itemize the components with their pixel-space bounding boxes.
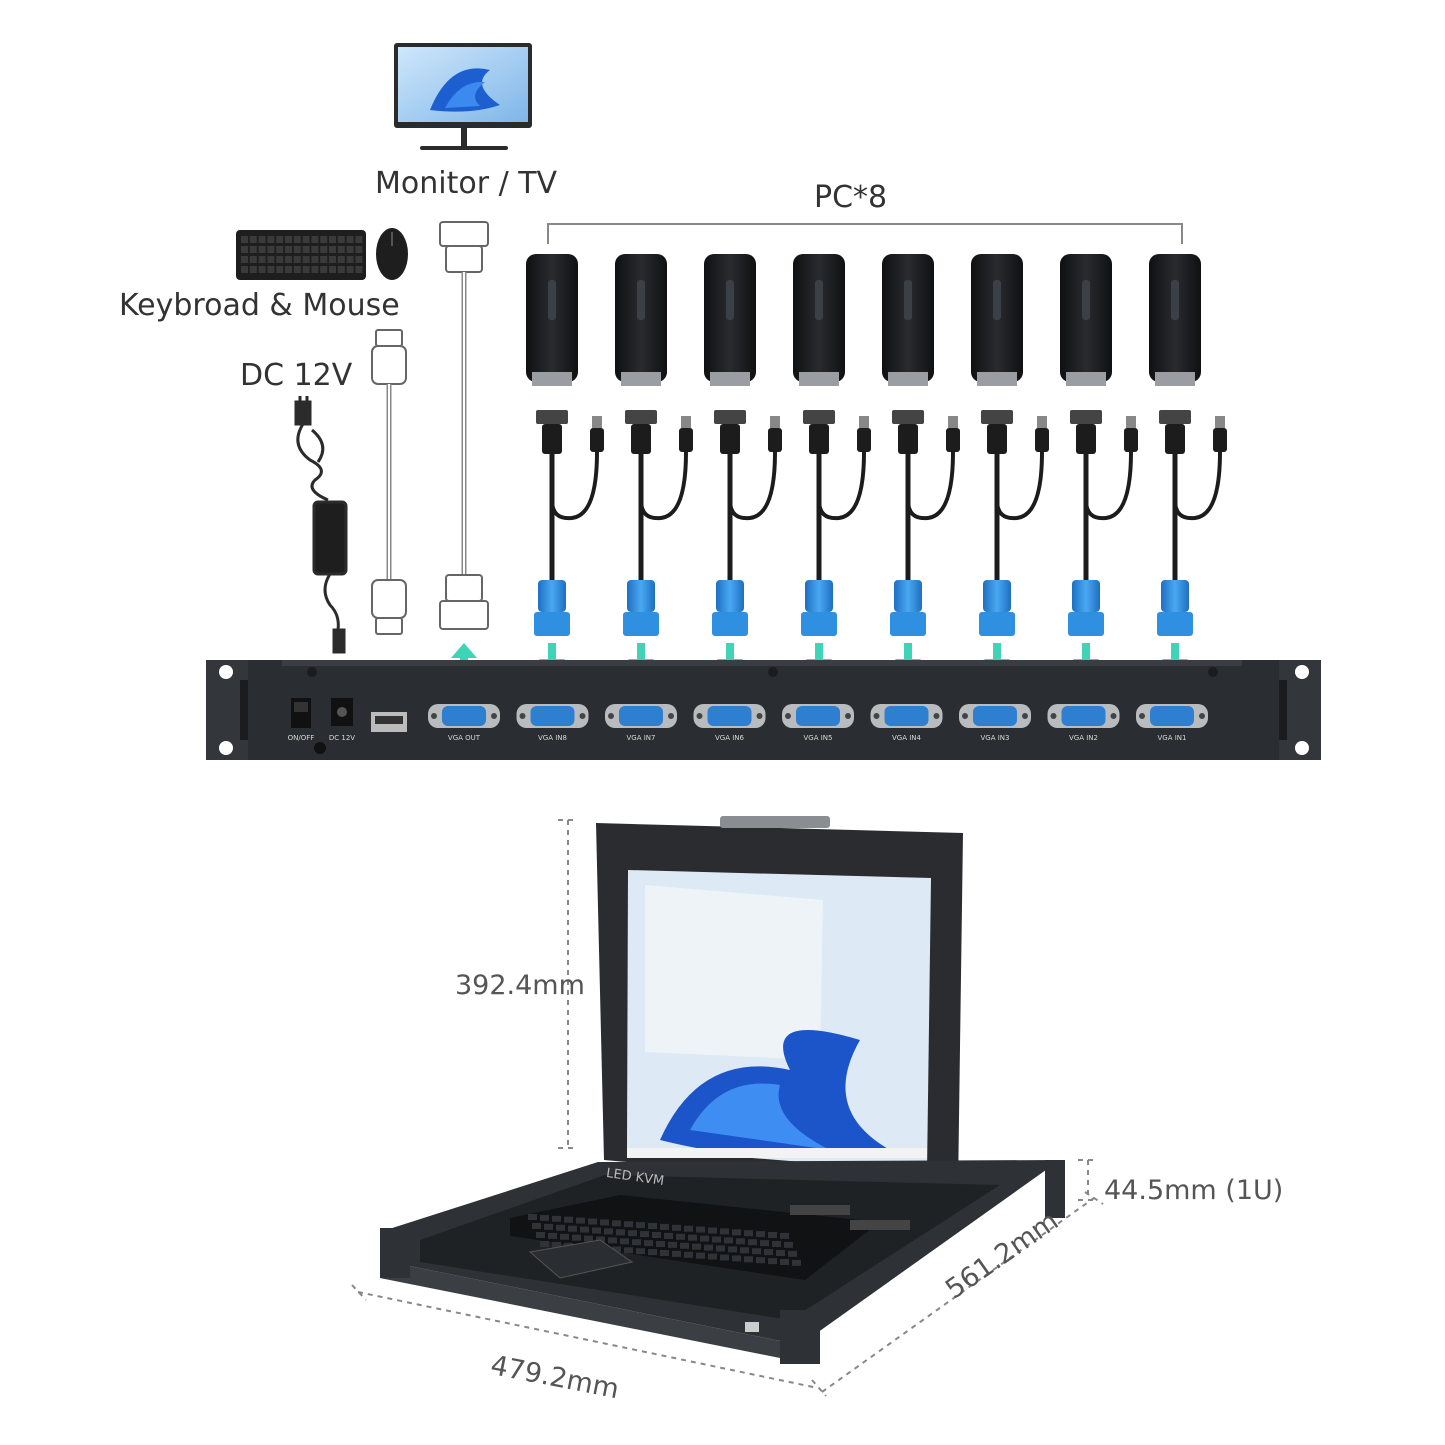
mini-pc-icon — [704, 254, 756, 386]
mini-pc-icon — [615, 254, 667, 386]
mini-pc-icon — [1149, 254, 1201, 386]
vga-port — [605, 704, 677, 728]
mini-pc-icon — [793, 254, 845, 386]
vga-port — [516, 704, 589, 728]
vga-port-label: VGA IN8 — [538, 734, 567, 742]
power-switch-label: ON/OFF — [287, 734, 315, 742]
vga-port — [1047, 704, 1120, 728]
monitor-icon — [394, 43, 532, 150]
usb-cable-icon — [371, 329, 407, 635]
pc-count-label: PC*8 — [814, 180, 888, 215]
kvm-cable-icon — [979, 410, 1049, 636]
vga-port — [428, 704, 500, 728]
vga-port-label: VGA IN3 — [980, 734, 1010, 742]
vga-port-label: VGA IN1 — [1157, 734, 1187, 742]
kvm-cable-icon — [801, 410, 871, 636]
keyboard-mouse-label: Keybroad & Mouse — [119, 288, 400, 323]
kvm-cable-icon — [712, 410, 782, 636]
kvm-cable-icon — [890, 410, 960, 636]
height-dimension: 392.4mm — [455, 970, 585, 1001]
thickness-dimension: 44.5mm (1U) — [1104, 1175, 1284, 1206]
vga-port — [693, 704, 766, 728]
vga-port-label: VGA IN4 — [892, 734, 921, 742]
mouse-icon — [376, 228, 408, 280]
vga-port — [870, 704, 943, 728]
vga-port-label: VGA IN5 — [803, 734, 833, 742]
dc-jack-label: DC 12V — [328, 734, 356, 742]
kvm-console-illustration — [380, 816, 1065, 1364]
mini-pc-icon — [526, 254, 578, 386]
pc-bracket — [547, 223, 1183, 244]
kvm-cable-icon — [1068, 410, 1138, 636]
vga-port — [1136, 704, 1208, 728]
vga-port-label: VGA IN2 — [1069, 734, 1098, 742]
vga-port — [782, 704, 854, 728]
mini-pc-icon — [971, 254, 1023, 386]
mini-pc-icon — [1060, 254, 1112, 386]
vga-port-label: VGA IN6 — [715, 734, 744, 742]
dc-label: DC 12V — [240, 358, 353, 393]
keyboard-icon — [236, 230, 366, 280]
monitor-label: Monitor / TV — [375, 166, 558, 201]
mini-pc-icon — [882, 254, 934, 386]
power-adapter-icon — [294, 396, 348, 654]
vga-port — [959, 704, 1031, 728]
vga-port-label: VGA OUT — [447, 734, 481, 742]
kvm-cable-icon — [623, 410, 693, 636]
vga-cable-icon — [439, 221, 489, 630]
dimension-lines — [351, 819, 1104, 1397]
vga-port-label: VGA IN7 — [626, 734, 656, 742]
kvm-cable-icon — [534, 410, 604, 636]
kvm-cable-icon — [1157, 410, 1227, 636]
